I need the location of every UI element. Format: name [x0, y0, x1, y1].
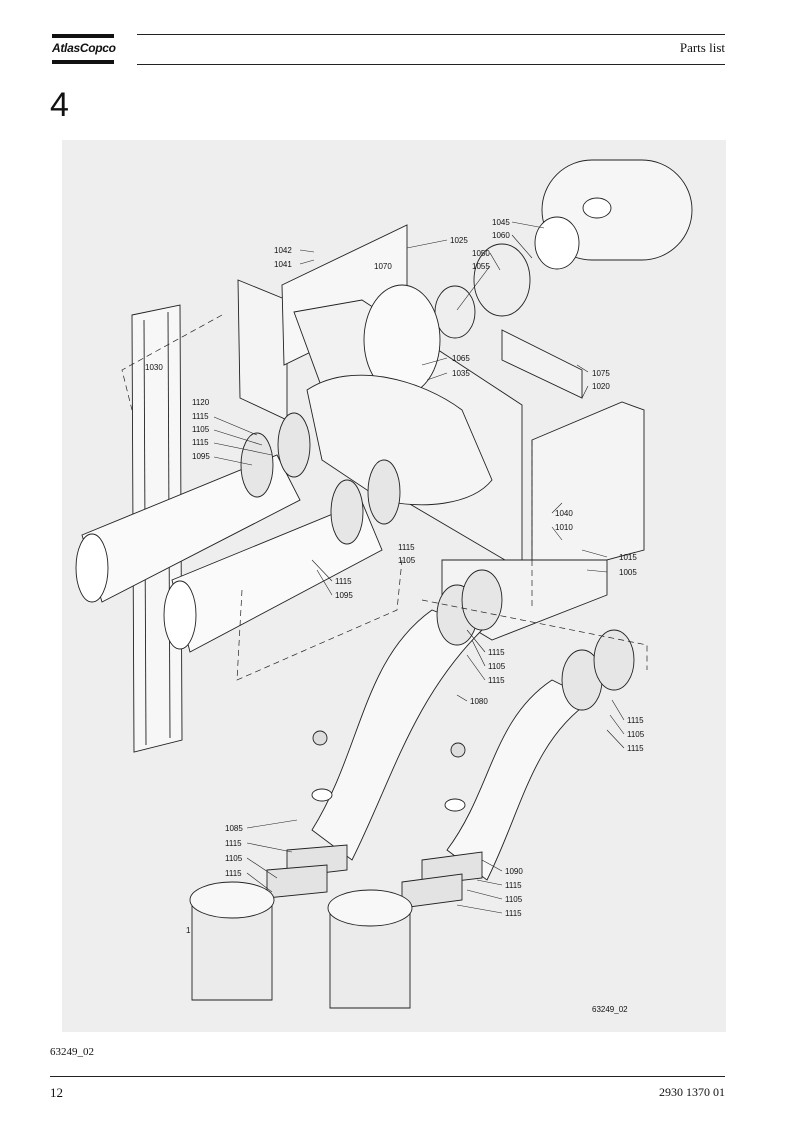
figure-reference: 63249_02 — [50, 1046, 94, 1058]
callout-1055: 1055 — [472, 262, 490, 271]
intake-ring — [473, 243, 531, 317]
callout-1041: 1041 — [274, 260, 292, 269]
callout-1005: 1005 — [619, 568, 637, 577]
curved-hose-left — [311, 609, 483, 861]
side-panel — [237, 279, 288, 421]
callout-1050: 1050 — [472, 249, 490, 258]
callout-1095-a: 1095 — [192, 452, 210, 461]
callout-1115-a: 1115 — [192, 412, 209, 421]
footer-rule — [50, 1076, 725, 1077]
document-number: 2930 1370 01 — [659, 1085, 725, 1099]
air-filter-outlet — [534, 216, 580, 270]
callout-1025: 1025 — [450, 236, 468, 245]
page-number: 12 — [50, 1085, 63, 1100]
callout-1010: 1010 — [555, 523, 573, 532]
drawing-linework — [75, 159, 693, 1009]
callout-1042: 1042 — [274, 246, 292, 255]
callout-labels: 1042 1041 1025 1070 1045 1060 1050 1055 … — [145, 218, 645, 1014]
callout-1115-c: 1115 — [398, 543, 415, 552]
logo-bar-bottom — [52, 60, 114, 64]
header-rule-bottom — [137, 64, 725, 65]
callout-1115-k: 1115 — [505, 881, 522, 890]
callout-1075: 1075 — [592, 369, 610, 378]
manifold-body — [306, 374, 493, 506]
callout-1: 1 — [186, 926, 191, 935]
callout-1115-i: 1115 — [225, 839, 242, 848]
header-rule-top — [137, 34, 725, 35]
callout-1105-c: 1105 — [488, 662, 506, 671]
page-header-title: Parts list — [679, 40, 725, 55]
callout-1115-f: 1115 — [488, 676, 505, 685]
callout-1105-e: 1105 — [225, 854, 243, 863]
curved-hose-right — [446, 679, 593, 881]
logo-text: AtlasCopco — [52, 41, 116, 55]
atlas-copco-logo: AtlasCopco — [52, 34, 116, 64]
callout-1120: 1120 — [192, 398, 210, 407]
callout-1060: 1060 — [492, 231, 510, 240]
exploded-parts-drawing: 1042 1041 1025 1070 1045 1060 1050 1055 … — [62, 140, 726, 1032]
callout-1115-j: 1115 — [225, 869, 242, 878]
right-panel — [531, 401, 645, 581]
callout-1085: 1085 — [225, 824, 243, 833]
callout-1115-l: 1115 — [505, 909, 522, 918]
callout-1115-d: 1115 — [335, 577, 352, 586]
callout-1065: 1065 — [452, 354, 470, 363]
logo-bar-top — [52, 34, 114, 38]
callout-1105-d: 1105 — [627, 730, 645, 739]
callout-1040: 1040 — [555, 509, 573, 518]
callout-1080: 1080 — [470, 697, 488, 706]
callout-1105-a: 1105 — [192, 425, 210, 434]
callout-1095-b: 1095 — [335, 591, 353, 600]
callout-1030: 1030 — [145, 363, 163, 372]
air-filter-housing — [541, 159, 693, 261]
drawing-image-code: 63249_02 — [592, 1005, 628, 1014]
callout-1115-g: 1115 — [627, 716, 644, 725]
callout-1105-f: 1105 — [505, 895, 523, 904]
callout-1020: 1020 — [592, 382, 610, 391]
callout-1115-h: 1115 — [627, 744, 644, 753]
callout-1115-b: 1115 — [192, 438, 209, 447]
callout-1015: 1015 — [619, 553, 637, 562]
callout-1070: 1070 — [374, 262, 392, 271]
section-number: 4 — [50, 86, 69, 124]
callout-1035: 1035 — [452, 369, 470, 378]
callout-1090: 1090 — [505, 867, 523, 876]
callout-1115-e: 1115 — [488, 648, 505, 657]
callout-1105-b: 1105 — [398, 556, 416, 565]
callout-1045: 1045 — [492, 218, 510, 227]
